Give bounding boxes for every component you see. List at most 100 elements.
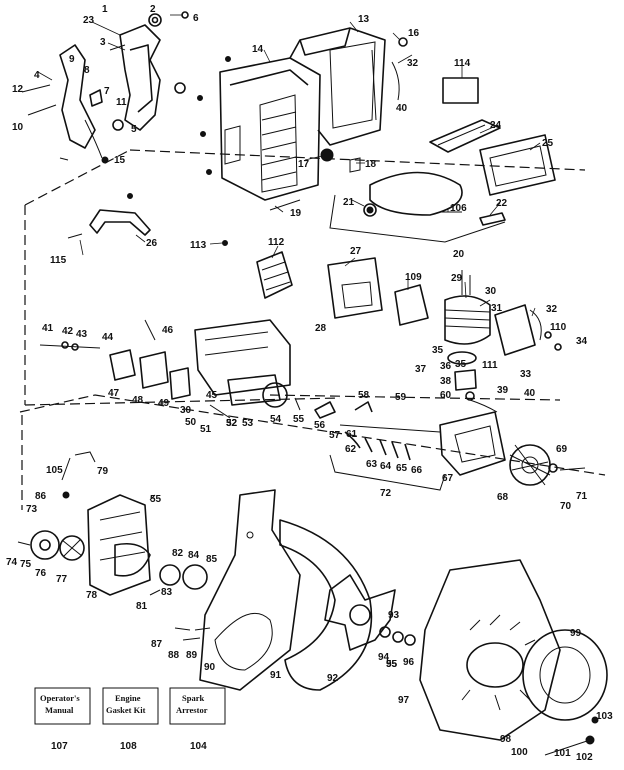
part-label-78: 78 bbox=[86, 590, 98, 601]
part-label-23: 23 bbox=[83, 15, 95, 26]
part-label-44: 44 bbox=[102, 332, 114, 343]
part-label-55b: 55 bbox=[150, 494, 162, 505]
part-label-68: 68 bbox=[497, 492, 509, 503]
part-label-32c: 32 bbox=[226, 418, 238, 429]
part-label-38: 38 bbox=[440, 376, 452, 387]
part-label-74: 74 bbox=[6, 557, 18, 568]
part-label-112: 112 bbox=[268, 237, 285, 248]
part-label-105: 105 bbox=[46, 465, 63, 476]
part-label-69: 69 bbox=[556, 444, 568, 455]
part-label-26: 26 bbox=[146, 238, 158, 249]
small-hardware bbox=[59, 157, 211, 641]
part-label-114: 114 bbox=[454, 58, 471, 69]
handle-assembly bbox=[21, 11, 189, 164]
part-label-36: 36 bbox=[440, 361, 452, 372]
part-label-88: 88 bbox=[168, 650, 180, 661]
crankcase-group bbox=[314, 399, 586, 491]
part-label-5: 5 bbox=[131, 124, 137, 135]
part-label-13: 13 bbox=[358, 14, 370, 25]
spark-line2: Arrestor bbox=[176, 705, 208, 715]
part-label-98: 98 bbox=[500, 734, 512, 745]
part-label-87: 87 bbox=[151, 639, 163, 650]
part-label-82: 82 bbox=[172, 548, 184, 559]
part-label-32b: 32 bbox=[546, 304, 558, 315]
part-label-75: 75 bbox=[20, 559, 32, 570]
part-label-31: 31 bbox=[491, 303, 503, 314]
filter-cover bbox=[320, 148, 506, 243]
part-label-35b: 35 bbox=[455, 359, 467, 370]
part-label-45: 45 bbox=[206, 390, 218, 401]
part-label-56: 56 bbox=[314, 420, 326, 431]
part-label-22: 22 bbox=[496, 198, 508, 209]
part-label-55: 55 bbox=[293, 414, 305, 425]
part-label-4: 4 bbox=[34, 70, 40, 81]
part-label-90: 90 bbox=[204, 662, 216, 673]
part-label-71: 71 bbox=[576, 491, 588, 502]
part-label-54: 54 bbox=[270, 414, 282, 425]
part-label-94: 94 bbox=[378, 652, 390, 663]
part-label-27: 27 bbox=[350, 246, 362, 257]
housing-shell bbox=[197, 27, 386, 211]
part-label-41: 41 bbox=[42, 323, 54, 334]
part-label-106: 106 bbox=[450, 203, 467, 214]
part-label-2: 2 bbox=[150, 4, 156, 15]
gasket-line1: Engine bbox=[115, 693, 141, 703]
fan-housing bbox=[199, 489, 416, 691]
part-label-6: 6 bbox=[193, 13, 199, 24]
part-label-60: 60 bbox=[440, 390, 452, 401]
part-label-104: 104 bbox=[190, 741, 207, 752]
leader-lines bbox=[37, 14, 541, 317]
outer-housing bbox=[419, 559, 608, 756]
part-label-83: 83 bbox=[161, 587, 173, 598]
section-dividers bbox=[19, 149, 606, 510]
part-label-96: 96 bbox=[403, 657, 415, 668]
manual-line2: Manual bbox=[45, 705, 74, 715]
gasket-kit-box: Engine Gasket Kit bbox=[102, 687, 159, 725]
part-label-95: 95 bbox=[386, 659, 398, 670]
part-label-8: 8 bbox=[84, 65, 90, 76]
part-label-102: 102 bbox=[576, 752, 593, 763]
part-label-1: 1 bbox=[102, 4, 108, 15]
part-label-30: 30 bbox=[485, 286, 497, 297]
part-label-111: 111 bbox=[482, 360, 498, 371]
part-label-61: 61 bbox=[346, 429, 358, 440]
part-label-99: 99 bbox=[570, 628, 582, 639]
part-label-50: 50 bbox=[185, 417, 197, 428]
spark-arrestor-box: Spark Arrestor bbox=[169, 687, 226, 725]
part-label-7: 7 bbox=[104, 86, 110, 97]
part-label-65: 65 bbox=[396, 463, 408, 474]
part-label-108: 108 bbox=[120, 741, 137, 752]
part-label-109: 109 bbox=[405, 272, 422, 283]
part-label-17: 17 bbox=[298, 159, 310, 170]
part-label-113: 113 bbox=[190, 240, 207, 251]
part-label-64: 64 bbox=[380, 461, 392, 472]
part-label-48: 48 bbox=[132, 395, 144, 406]
part-label-91: 91 bbox=[270, 670, 282, 681]
part-label-97: 97 bbox=[398, 695, 410, 706]
part-label-12: 12 bbox=[12, 84, 24, 95]
part-label-34: 34 bbox=[576, 336, 588, 347]
part-label-115: 115 bbox=[50, 255, 67, 266]
part-label-92: 92 bbox=[327, 673, 339, 684]
part-label-100: 100 bbox=[511, 747, 528, 758]
part-label-110: 110 bbox=[550, 322, 567, 333]
part-label-20: 20 bbox=[453, 249, 465, 260]
part-label-49: 49 bbox=[158, 398, 170, 409]
part-label-77: 77 bbox=[56, 574, 68, 585]
part-label-46: 46 bbox=[162, 325, 174, 336]
part-label-33: 33 bbox=[520, 369, 532, 380]
gasket-line2: Gasket Kit bbox=[106, 705, 146, 715]
carburetor-group bbox=[39, 319, 301, 419]
part-label-84: 84 bbox=[188, 550, 200, 561]
part-label-76: 76 bbox=[35, 568, 47, 579]
part-label-59: 59 bbox=[395, 392, 407, 403]
part-label-19: 19 bbox=[290, 208, 302, 219]
part-label-101: 101 bbox=[554, 748, 571, 759]
part-label-81: 81 bbox=[136, 601, 148, 612]
part-label-66: 66 bbox=[411, 465, 423, 476]
part-label-72: 72 bbox=[380, 488, 392, 499]
part-label-53: 53 bbox=[242, 418, 254, 429]
part-label-24: 24 bbox=[490, 120, 502, 131]
manual-line1: Operator's bbox=[40, 693, 80, 703]
